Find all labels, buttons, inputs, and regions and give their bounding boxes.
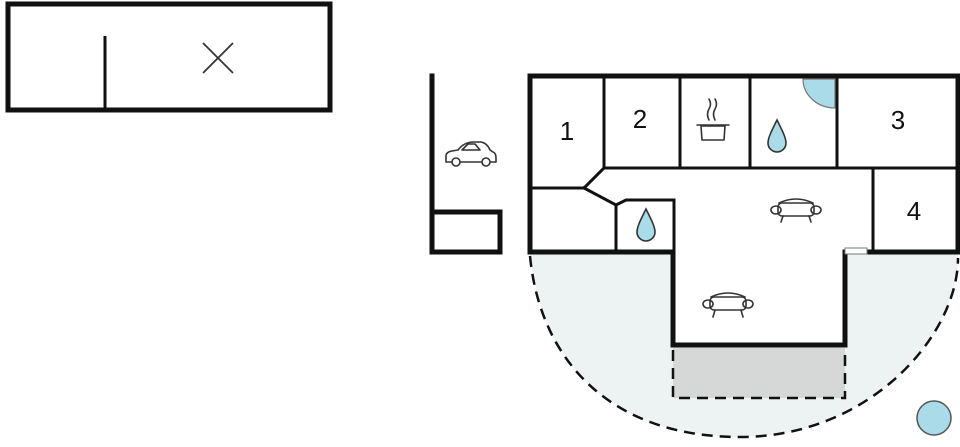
- pool-boundary: [671, 350, 847, 400]
- house-outer-wall: [527, 73, 960, 348]
- window-marker: [844, 247, 868, 255]
- outbuilding-wall: [5, 1, 333, 113]
- room-label-2: 2: [633, 104, 647, 134]
- sofa-icon: [702, 292, 754, 318]
- interior-walls: [528, 74, 960, 254]
- storage-room: [429, 209, 503, 255]
- close-icon: [202, 42, 234, 74]
- pool-area: [673, 348, 845, 398]
- water-drop-icon: [767, 118, 787, 153]
- terrace-boundary: [528, 255, 960, 439]
- room-label-1: 1: [560, 116, 574, 146]
- terrace-area: [530, 252, 958, 437]
- cooking-pot-icon: [696, 98, 730, 141]
- room-label-3: 3: [891, 105, 905, 135]
- room-label-4: 4: [907, 196, 921, 226]
- door-swing: [802, 78, 836, 109]
- water-drop-icon: [636, 207, 656, 242]
- car-icon: [445, 141, 497, 167]
- shower-icon: [916, 400, 952, 436]
- sofa-icon: [770, 198, 822, 223]
